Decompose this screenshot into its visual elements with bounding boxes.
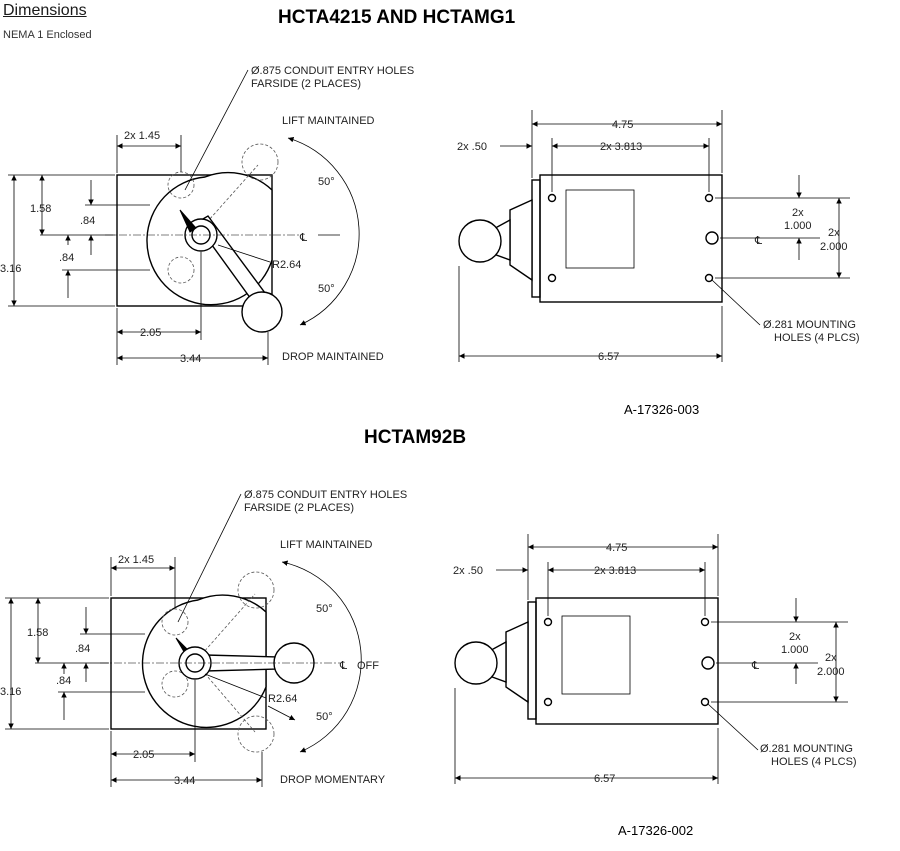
side-shaft-boss — [705, 231, 719, 245]
front-width-dim: 2x 1.45 — [124, 130, 160, 142]
mounting-label-line1: Ø.281 MOUNTING — [760, 743, 853, 755]
side-length-dim: 6.57 — [598, 351, 619, 363]
front-inner-height-dim: 1.58 — [27, 627, 48, 639]
front-bottom-inner-dim: 2.05 — [133, 749, 154, 761]
side-hole-v1-line2: 1.000 — [784, 220, 812, 232]
mounting-hole-tl — [547, 193, 557, 203]
side-hole-v2-line1: 2x — [828, 227, 840, 239]
radius-label: R2.64 — [272, 259, 301, 271]
front-bottom-inner-dim: 2.05 — [140, 327, 161, 339]
side-edge-dim: 2x .50 — [453, 565, 483, 577]
front-mid-upper-dim: .84 — [75, 643, 90, 655]
mounting-hole-bl — [547, 273, 557, 283]
lift-label: LIFT MAINTAINED — [282, 115, 375, 127]
front-mid-upper-dim: .84 — [80, 215, 95, 227]
drawing-number-2: A-17326-002 — [618, 823, 694, 838]
side-hole-v2-line2: 2.000 — [817, 666, 845, 678]
technical-drawing-1: ℄ 50° 50° R2.64 Ø.875 CONDUIT ENTRY HOLE… — [0, 65, 860, 365]
angle-bottom-label: 50° — [318, 283, 335, 295]
side-centerline-label: ℄ — [751, 660, 759, 672]
side-handle-ball — [458, 219, 502, 263]
side-edge-dim: 2x .50 — [457, 141, 487, 153]
conduit-hole-lower — [161, 670, 189, 698]
lift-label: LIFT MAINTAINED — [280, 539, 373, 551]
mounting-hole-tr — [700, 617, 710, 627]
side-hole-spacing-dim: 2x 3.813 — [600, 141, 642, 153]
drop-label: DROP MOMENTARY — [280, 774, 386, 786]
mounting-label-line2: HOLES (4 PLCS) — [774, 332, 860, 344]
side-width-dim: 4.75 — [612, 119, 633, 131]
side-label-plate — [561, 615, 631, 695]
side-enclosure-outline — [535, 597, 719, 725]
conduit-hole-upper — [161, 608, 189, 636]
front-centerline-label: ℄ — [339, 660, 347, 672]
conduit-label-line1: Ø.875 CONDUIT ENTRY HOLES — [244, 489, 407, 501]
front-inner-height-dim: 1.58 — [30, 203, 51, 215]
front-bottom-dim: 3.44 — [180, 353, 201, 365]
side-handle-base — [505, 620, 529, 704]
front-mid-lower-dim: .84 — [56, 675, 71, 687]
side-hole-v2-line1: 2x — [825, 652, 837, 664]
side-hole-v1-line2: 1.000 — [781, 644, 809, 656]
drop-position-ghost-handle — [237, 715, 275, 753]
mounting-hole-bl — [543, 697, 553, 707]
enclosure-subheading: NEMA 1 Enclosed — [3, 29, 92, 41]
conduit-label-line1: Ø.875 CONDUIT ENTRY HOLES — [251, 65, 414, 77]
radius-label: R2.64 — [268, 693, 297, 705]
conduit-label-line2: FARSIDE (2 PLACES) — [244, 502, 354, 514]
side-width-dim: 4.75 — [606, 542, 627, 554]
technical-drawing-2: ℄ OFF 50° 50° R2.64 Ø.875 CONDUIT ENTRY … — [0, 489, 857, 787]
front-mid-lower-dim: .84 — [59, 252, 74, 264]
mounting-label-line1: Ø.281 MOUNTING — [763, 319, 856, 331]
drop-label: DROP MAINTAINED — [282, 351, 384, 363]
handle-ball-dropped — [241, 291, 283, 333]
side-handle-ball — [454, 641, 498, 685]
front-bottom-dim: 3.44 — [174, 775, 195, 787]
side-centerline-label: ℄ — [754, 235, 762, 247]
side-hole-v2-line2: 2.000 — [820, 241, 848, 253]
front-height-dim: 3.16 — [0, 686, 21, 698]
side-view: 4.75 2x 3.813 2x .50 2x 1.000 2x 2.000 ℄… — [453, 534, 857, 785]
mounting-hole-br — [704, 273, 714, 283]
side-handle-base — [509, 198, 533, 282]
side-hole-v1-line1: 2x — [789, 631, 801, 643]
drawing-number-1: A-17326-003 — [624, 402, 700, 417]
conduit-label-line2: FARSIDE (2 PLACES) — [251, 78, 361, 90]
side-flange — [527, 601, 537, 720]
side-length-dim: 6.57 — [594, 773, 615, 785]
front-height-dim: 3.16 — [0, 263, 21, 275]
mounting-hole-tl — [543, 617, 553, 627]
diagram-title-1: HCTA4215 AND HCTAMG1 — [278, 7, 516, 28]
side-label-plate — [565, 189, 635, 269]
off-label: OFF — [357, 660, 379, 672]
conduit-hole-lower — [167, 256, 195, 284]
angle-top-label: 50° — [318, 176, 335, 188]
front-view: ℄ 50° 50° R2.64 Ø.875 CONDUIT ENTRY HOLE… — [0, 65, 414, 365]
pointer-notch — [179, 209, 197, 233]
angle-top-label: 50° — [316, 603, 333, 615]
lift-position-ghost-handle — [241, 143, 279, 181]
side-hole-v1-line1: 2x — [792, 207, 804, 219]
front-centerline-label: ℄ — [299, 232, 307, 244]
side-hole-spacing-dim: 2x 3.813 — [594, 565, 636, 577]
side-view: 4.75 2x 3.813 2x .50 2x 1.000 2x 2.000 ℄… — [457, 110, 860, 363]
lift-position-ghost-handle — [237, 571, 275, 609]
diagram-title-2: HCTAM92B — [364, 427, 467, 448]
mounting-hole-tr — [704, 193, 714, 203]
front-width-dim: 2x 1.45 — [118, 554, 154, 566]
dimensions-heading: Dimensions — [3, 2, 87, 19]
mounting-label-line2: HOLES (4 PLCS) — [771, 756, 857, 768]
mounting-hole-br — [700, 697, 710, 707]
side-flange — [531, 179, 541, 298]
side-shaft-boss — [701, 656, 715, 670]
angle-bottom-label: 50° — [316, 711, 333, 723]
side-enclosure-outline — [539, 174, 723, 303]
front-view: ℄ OFF 50° 50° R2.64 Ø.875 CONDUIT ENTRY … — [0, 489, 407, 787]
